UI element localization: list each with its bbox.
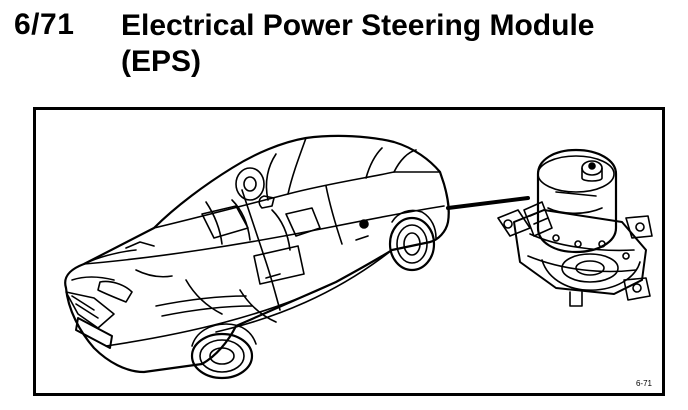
page-header: 6/71 Electrical Power Steering Module (E… (0, 0, 688, 100)
eps-module-icon (497, 148, 653, 307)
section-title: Electrical Power Steering Module (EPS) (121, 8, 661, 80)
figure-frame: 6-71 (33, 107, 665, 396)
section-title-line-2: (EPS) (121, 45, 202, 78)
section-title-line-1: Electrical Power Steering Module (121, 9, 595, 42)
sedan-car-icon (64, 134, 450, 380)
section-number: 6/71 (14, 8, 75, 41)
figure-illustration (64, 134, 653, 380)
figure-reference-label: 6-71 (635, 379, 652, 388)
leader-line (446, 196, 530, 210)
